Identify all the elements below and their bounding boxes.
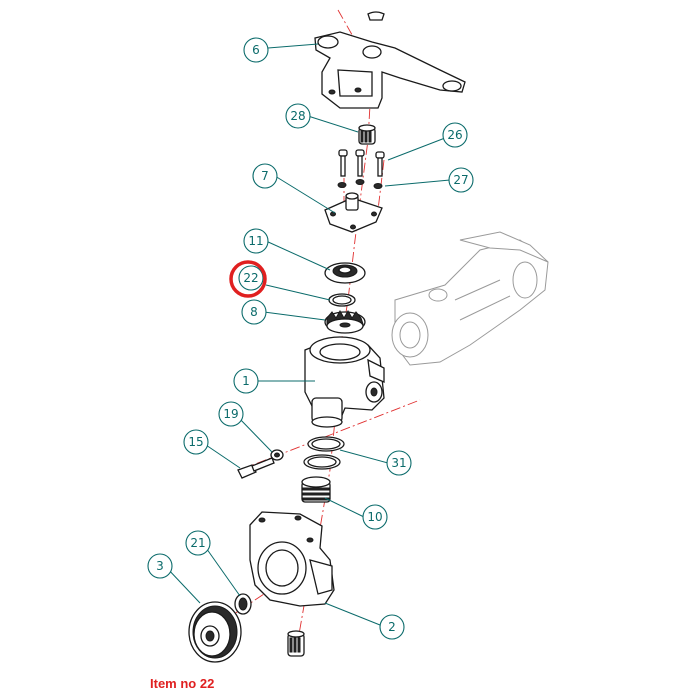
part-screws-and-washers <box>337 149 385 189</box>
balloon-8: 8 <box>241 299 267 325</box>
svg-text:1: 1 <box>242 374 250 388</box>
svg-text:7: 7 <box>261 169 269 183</box>
part-nut-19 <box>270 449 284 461</box>
svg-text:19: 19 <box>223 407 238 421</box>
part-lower-housing <box>249 511 335 607</box>
svg-text:21: 21 <box>190 536 205 550</box>
balloon-15: 15 <box>183 429 209 455</box>
svg-text:22: 22 <box>243 271 258 285</box>
part-seal-rings-31 <box>303 436 345 470</box>
part-bevel-gear-8 <box>324 309 366 334</box>
svg-text:28: 28 <box>290 109 305 123</box>
part-bottom-pinion <box>287 630 305 657</box>
balloon-2: 2 <box>379 614 405 640</box>
highlight-ring-item-22 <box>229 260 267 298</box>
part-snap-ring-22 <box>328 293 356 307</box>
svg-text:2: 2 <box>388 620 396 634</box>
part-flange-cover <box>324 192 383 233</box>
part-steering-arm <box>314 11 466 109</box>
balloon-22: 22 <box>238 265 264 291</box>
svg-text:26: 26 <box>447 128 462 142</box>
svg-text:10: 10 <box>367 510 382 524</box>
ghost-axle-housing <box>391 231 549 366</box>
balloon-11: 11 <box>243 228 269 254</box>
part-bolt-15 <box>237 457 275 479</box>
item-caption: Item no 22 <box>150 676 215 691</box>
balloon-28: 28 <box>285 103 311 129</box>
part-bearing-11 <box>324 262 366 284</box>
leader-lines <box>165 43 451 626</box>
balloon-3: 3 <box>147 553 173 579</box>
balloon-6: 6 <box>243 37 269 63</box>
balloon-10: 10 <box>362 504 388 530</box>
svg-text:3: 3 <box>156 559 164 573</box>
svg-text:11: 11 <box>248 234 263 248</box>
balloon-26: 26 <box>442 122 468 148</box>
svg-text:27: 27 <box>453 173 468 187</box>
balloon-19: 19 <box>218 401 244 427</box>
svg-text:8: 8 <box>250 305 258 319</box>
svg-text:6: 6 <box>252 43 260 57</box>
part-gearbox-housing <box>304 336 385 428</box>
balloon-27: 27 <box>448 167 474 193</box>
balloon-31: 31 <box>386 450 412 476</box>
part-bearing-21 <box>234 593 252 615</box>
balloon-21: 21 <box>185 530 211 556</box>
svg-text:31: 31 <box>391 456 406 470</box>
svg-text:15: 15 <box>188 435 203 449</box>
part-crown-gear-3 <box>188 601 242 663</box>
balloon-7: 7 <box>252 163 278 189</box>
balloon-1: 1 <box>233 368 259 394</box>
part-pinion-28 <box>358 124 376 145</box>
part-bushing-10 <box>301 476 331 503</box>
